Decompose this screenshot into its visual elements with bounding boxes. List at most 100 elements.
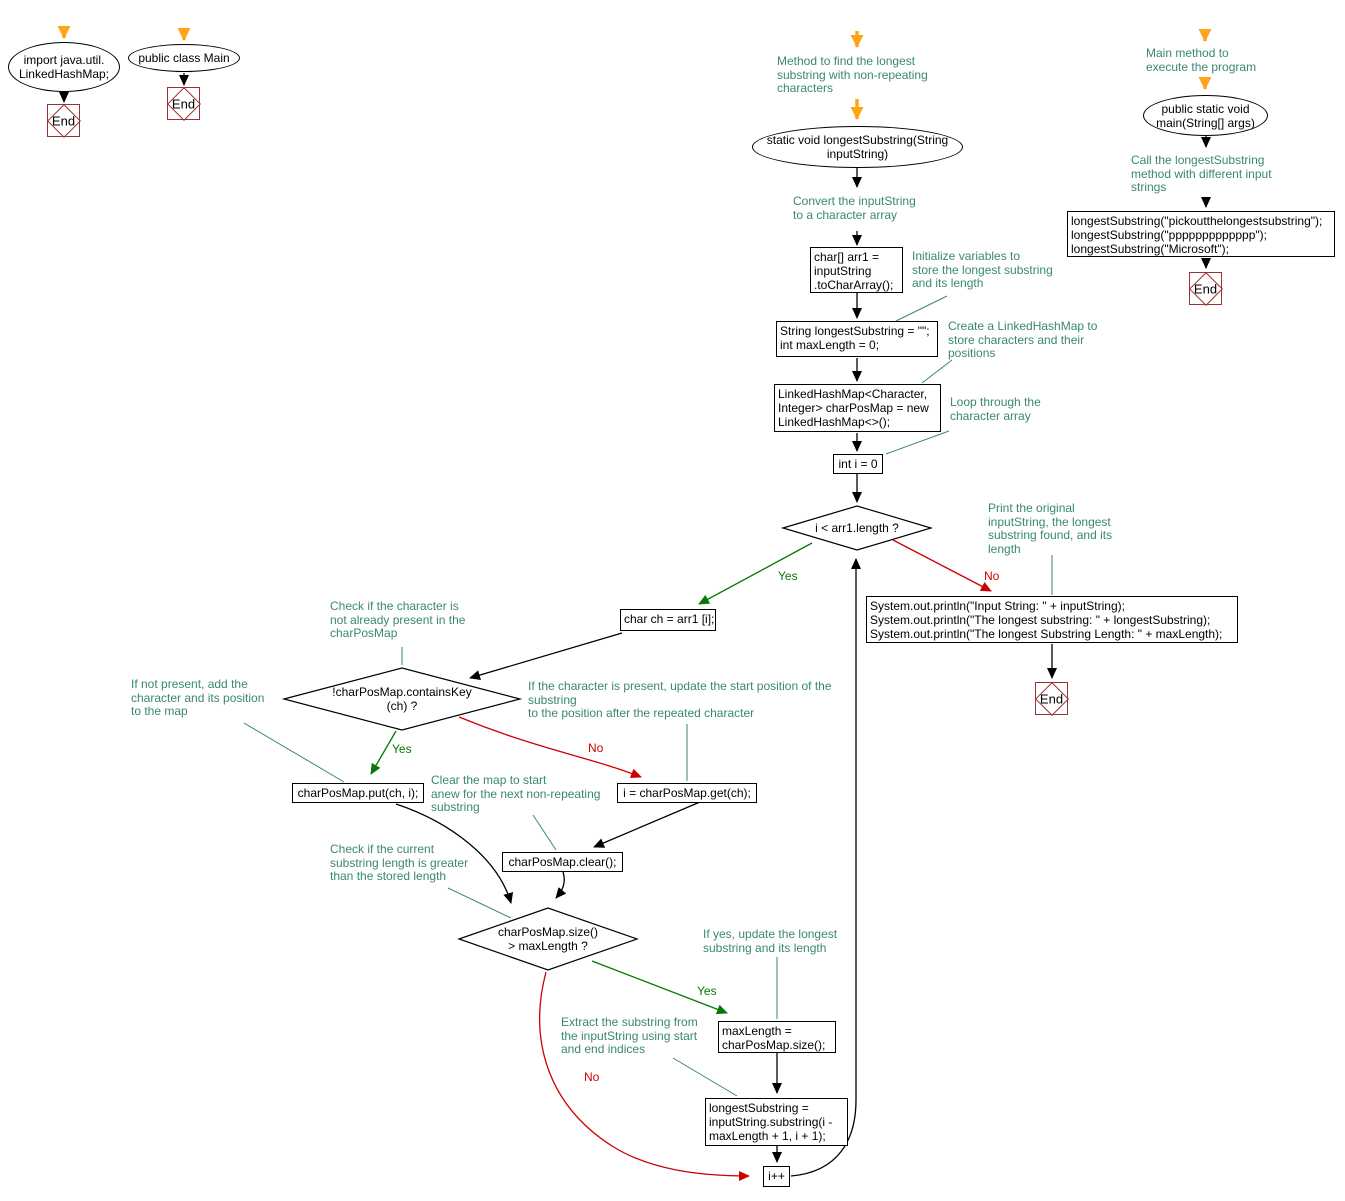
condition-line: (ch) ?	[386, 699, 418, 713]
note-line: substring found, and its	[988, 528, 1113, 542]
code-line: maxLength =	[722, 1024, 792, 1038]
code-line: System.out.println("The longest Substrin…	[870, 627, 1223, 641]
note-line: inputString, the longest	[988, 514, 1111, 529]
note-line: than the stored length	[330, 869, 447, 883]
note-line: substring	[431, 800, 480, 814]
note-line: Clear the map to start	[431, 773, 547, 787]
note-line: Convert the inputString	[793, 194, 916, 208]
process-extract-substring: longestSubstring = inputString.substring…	[705, 1098, 848, 1146]
end-terminator-main: End	[1189, 272, 1223, 306]
code-line: charPosMap.size();	[722, 1038, 826, 1052]
note-line: the inputString using start	[561, 1028, 698, 1043]
process-init-vars: String longestSubstring = ""; int maxLen…	[776, 321, 938, 357]
note-line: store the longest substring	[912, 262, 1053, 277]
end-terminator-import: End	[47, 104, 81, 138]
code-line: longestSubstring("ppppppppppppp");	[1071, 228, 1267, 242]
code-line: int maxLength = 0;	[780, 338, 880, 352]
process-map-put: charPosMap.put(ch, i);	[292, 783, 424, 803]
code-line: longestSubstring =	[709, 1101, 809, 1115]
no-label-containskey: No	[588, 741, 604, 755]
process-init-i: int i = 0	[833, 454, 883, 474]
note-line: If not present, add the	[131, 677, 248, 691]
note-line: Initialize variables to	[912, 249, 1021, 263]
note-line: substring and its length	[703, 940, 827, 955]
import-statement-oval: import java.util. LinkedHashMap;	[8, 42, 120, 92]
process-get-char: char ch = arr1 [i];	[620, 609, 716, 631]
start-arrows	[57, 26, 1212, 120]
note-update-longest: If yes, update the longest substring and…	[703, 927, 838, 955]
note-line: character array	[950, 408, 1031, 423]
code-line: int i = 0	[838, 457, 878, 471]
end-terminator-longestsubstring: End	[1035, 682, 1069, 716]
loop-condition-text: i < arr1.length ?	[783, 521, 931, 535]
flow-edges	[59, 73, 1211, 1177]
code-line: System.out.println("Input String: " + in…	[870, 599, 1125, 613]
note-add-character: If not present, add the character and it…	[131, 677, 265, 719]
oval-line: public class Main	[138, 51, 230, 65]
note-line: character and its position	[131, 690, 265, 705]
no-label-size: No	[584, 1070, 600, 1084]
note-line: length	[988, 541, 1021, 556]
note-call-method: Call the longestSubstring method with di…	[1131, 153, 1272, 195]
no-label-loop: No	[984, 569, 1000, 583]
code-line: String longestSubstring = "";	[780, 324, 930, 338]
note-line: Extract the substring from	[561, 1015, 698, 1029]
code-line: char[] arr1 =	[814, 250, 880, 264]
size-condition-text: charPosMap.size() > maxLength ?	[459, 925, 637, 953]
process-method-calls: longestSubstring("pickoutthelongestsubst…	[1067, 211, 1335, 257]
code-line: LinkedHashMap<>();	[778, 415, 891, 429]
note-line: strings	[1131, 180, 1167, 194]
code-line: longestSubstring("pickoutthelongestsubst…	[1071, 214, 1323, 228]
end-terminator-class: End	[167, 87, 201, 121]
note-line: If yes, update the longest	[703, 927, 838, 941]
process-println: System.out.println("Input String: " + in…	[866, 596, 1238, 643]
note-loop: Loop through the character array	[950, 395, 1041, 423]
longestsubstring-method-oval: static void longestSubstring(String inpu…	[752, 126, 963, 168]
note-line: method with different input	[1131, 166, 1272, 181]
note-main-method: Main method to execute the program	[1146, 46, 1257, 74]
end-label: End	[51, 113, 76, 128]
main-method-oval: public static void main(String[] args)	[1143, 95, 1268, 136]
yes-label-size: Yes	[697, 984, 717, 998]
note-line: charPosMap	[330, 626, 398, 640]
end-label: End	[1039, 691, 1064, 706]
code-line: Integer> charPosMap = new	[778, 401, 929, 415]
note-line: If the character is present, update the …	[528, 679, 832, 693]
code-line: charPosMap.put(ch, i);	[297, 786, 419, 800]
code-line: maxLength + 1, i + 1);	[709, 1129, 826, 1143]
containskey-condition-diamond	[281, 667, 523, 731]
code-line: i = charPosMap.get(ch);	[623, 786, 751, 800]
note-line: Main method to	[1146, 46, 1229, 60]
yes-label-loop: Yes	[778, 569, 798, 583]
process-map-clear: charPosMap.clear();	[502, 852, 623, 872]
note-line: execute the program	[1146, 59, 1257, 74]
yes-edges	[370, 542, 813, 1015]
note-line: store characters and their	[948, 332, 1085, 347]
note-line: not already present in the	[330, 612, 466, 627]
note-convert: Convert the inputString to a character a…	[793, 194, 916, 222]
note-character-present: If the character is present, update the …	[528, 679, 832, 721]
condition-line: > maxLength ?	[508, 939, 588, 953]
oval-line: inputString)	[826, 147, 889, 161]
oval-line: LinkedHashMap;	[18, 67, 110, 81]
note-line: to the map	[131, 704, 188, 718]
process-tochararray: char[] arr1 = inputString .toCharArray()…	[810, 247, 903, 293]
oval-line: main(String[] args)	[1156, 115, 1255, 130]
note-line: and end indices	[561, 1042, 646, 1056]
note-line: anew for the next non-repeating	[431, 786, 601, 801]
condition-line: charPosMap.size()	[497, 925, 599, 939]
note-line: characters	[777, 81, 834, 95]
note-line: Call the longestSubstring	[1131, 153, 1265, 167]
code-line: i++	[768, 1169, 785, 1183]
note-line: Loop through the	[950, 395, 1041, 409]
note-connectors	[243, 295, 1053, 1097]
note-init-vars: Initialize variables to store the longes…	[912, 249, 1053, 291]
note-check-character: Check if the character is not already pr…	[330, 599, 466, 641]
note-line: substring with non-repeating	[777, 67, 928, 82]
class-declaration-oval: public class Main	[128, 44, 240, 72]
note-extract-substring: Extract the substring from the inputStri…	[561, 1015, 698, 1057]
oval-line: import java.util.	[23, 53, 105, 67]
note-method-description: Method to find the longest substring wit…	[777, 54, 928, 96]
code-line: longestSubstring("Microsoft");	[1071, 242, 1229, 256]
